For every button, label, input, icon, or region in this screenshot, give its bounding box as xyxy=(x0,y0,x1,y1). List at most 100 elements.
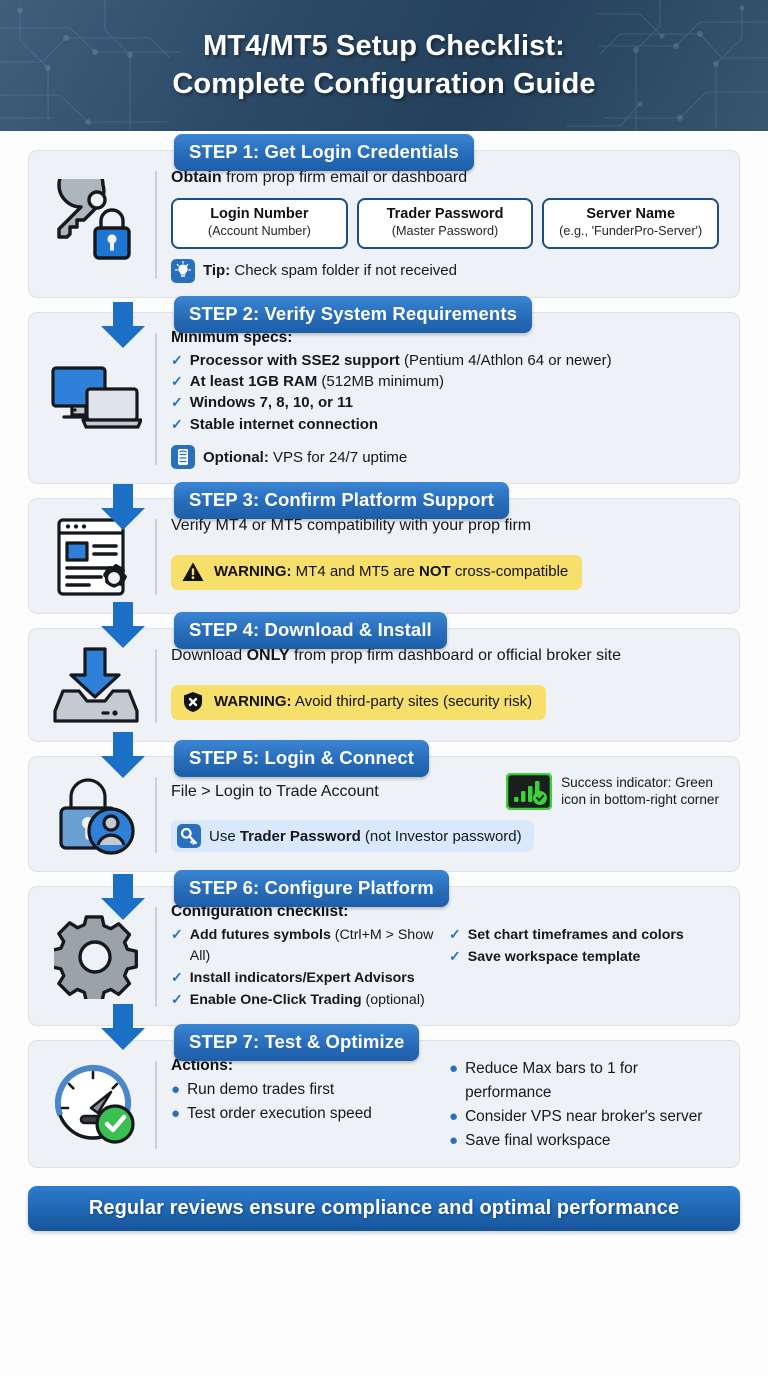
requirement-bold: Stable internet connection xyxy=(189,415,379,433)
step-content-4: Download ONLY from prop firm dashboard o… xyxy=(171,645,727,727)
password-note-text-5: Use Trader Password (not Investor passwo… xyxy=(209,828,522,845)
step-lead-1: Obtain from prop firm email or dashboard xyxy=(171,167,719,189)
check-icon: ✓ xyxy=(171,394,183,411)
action-item: ●Consider VPS near broker's server xyxy=(449,1105,719,1129)
step-content-5: File > Login to Trade Account xyxy=(171,773,727,857)
config-heading-6: Configuration checklist: xyxy=(171,903,349,921)
optional-label-2: Optional: xyxy=(203,448,269,466)
step-icon-4 xyxy=(37,645,155,727)
step-divider-6 xyxy=(155,907,157,1008)
footer-banner: Regular reviews ensure compliance and op… xyxy=(28,1186,740,1232)
config-bold: Add futures symbols xyxy=(189,927,331,944)
lead-rest-4: from prop firm dashboard or official bro… xyxy=(289,647,621,665)
lightbulb-icon xyxy=(171,258,195,283)
check-icon: ✓ xyxy=(171,373,183,390)
tip-text-1: Tip: Check spam folder if not received xyxy=(203,262,457,279)
step-block-7: STEP 7: Test & Optimize xyxy=(28,1024,740,1169)
config-list-right: ✓Set chart timeframes and colors ✓Save w… xyxy=(449,924,719,968)
password-rest-5: (not Investor password) xyxy=(360,827,522,845)
warning-label-4: WARNING: xyxy=(214,693,292,711)
step-block-6: STEP 6: Configure Platform Configuration… xyxy=(28,870,740,1051)
action-item: ●Test order execution speed xyxy=(171,1102,441,1126)
lead-bold-4: ONLY xyxy=(246,647,290,665)
step-content-6: Configuration checklist: ✓Add futures sy… xyxy=(171,903,727,1011)
steps-container: STEP 1: Get Login Credentials xyxy=(0,134,768,1169)
requirements-list: ✓Processor with SSE2 support (Pentium 4/… xyxy=(171,350,719,435)
warning-text-3: WARNING: MT4 and MT5 are NOT cross-compa… xyxy=(214,563,568,580)
page-title: MT4/MT5 Setup Checklist: Complete Config… xyxy=(172,28,595,103)
warning-end-3: cross-compatible xyxy=(450,563,569,581)
step-icon-3 xyxy=(37,515,155,599)
check-icon: ✓ xyxy=(449,926,461,943)
chip-title: Server Name xyxy=(586,205,676,222)
warning-label-3: WARNING: xyxy=(214,563,292,581)
gear-icon xyxy=(54,915,138,1000)
config-text: Add futures symbols (Ctrl+M > Show All) xyxy=(190,925,441,967)
step-block-2: STEP 2: Verify System Requirements xyxy=(28,295,740,530)
action-item: ●Reduce Max bars to 1 for performance xyxy=(449,1057,719,1105)
bullet-icon: ● xyxy=(449,1132,459,1150)
success-text-5: Success indicator: Green icon in bottom-… xyxy=(561,775,719,809)
chip-subtitle: (Account Number) xyxy=(207,223,311,238)
step-card-3: STEP 3: Confirm Platform Support xyxy=(28,482,740,615)
actions-column-right: ●Reduce Max bars to 1 for performance ●C… xyxy=(449,1057,719,1153)
config-item: ✓ Set chart timeframes and colors xyxy=(449,924,719,946)
requirement-bold: At least 1GB RAM xyxy=(189,373,318,391)
config-item: ✓Enable One-Click Trading (optional) xyxy=(171,989,441,1011)
step-card-7: STEP 7: Test & Optimize xyxy=(28,1024,740,1169)
actions-list-right: ●Reduce Max bars to 1 for performance ●C… xyxy=(449,1057,719,1153)
step-block-5: STEP 5: Login & Connect xyxy=(28,740,740,921)
step-content-2: Minimum specs: ✓Processor with SSE2 supp… xyxy=(171,329,727,470)
requirement-text: Stable internet connection xyxy=(190,414,378,435)
step-card-6: STEP 6: Configure Platform Configuration… xyxy=(28,870,740,1027)
requirement-text: Windows 7, 8, 10, or 11 xyxy=(190,392,353,413)
config-bold: Set chart timeframes and colors xyxy=(467,927,684,944)
chip-subtitle: (Master Password) xyxy=(391,223,499,238)
config-text: Enable One-Click Trading (optional) xyxy=(190,990,425,1011)
check-icon: ✓ xyxy=(171,351,183,368)
step-card-2: STEP 2: Verify System Requirements xyxy=(28,295,740,485)
warning-mid-3: MT4 and MT5 are xyxy=(291,563,420,581)
step-badge-6: STEP 6: Configure Platform xyxy=(174,870,449,908)
footer-text: Regular reviews ensure compliance and op… xyxy=(88,1197,680,1220)
bullet-icon: ● xyxy=(449,1108,459,1126)
step-content-3: Verify MT4 or MT5 compatibility with you… xyxy=(171,515,727,599)
key-icon xyxy=(177,824,201,849)
step-block-1: STEP 1: Get Login Credentials xyxy=(28,134,740,348)
login-row-5: File > Login to Trade Account xyxy=(171,773,719,811)
success-line1: Success indicator: Green xyxy=(561,774,713,790)
config-bold: Enable One-Click Trading xyxy=(189,992,362,1009)
action-text: Run demo trades first xyxy=(187,1081,335,1099)
credential-chip: Trader Password (Master Password) xyxy=(356,197,534,249)
credential-chip-list: Login Number (Account Number) Trader Pas… xyxy=(171,197,720,249)
key-lock-icon xyxy=(57,178,131,260)
credential-chip: Server Name (e.g., 'FunderPro-Server') xyxy=(542,197,720,249)
requirement-item: ✓At least 1GB RAM (512MB minimum) xyxy=(171,371,719,392)
requirement-rest: (Pentium 4/Athlon 64 or newer) xyxy=(399,351,612,369)
password-bold-5: Trader Password xyxy=(239,827,361,845)
check-icon: ✓ xyxy=(171,415,183,432)
signal-bars-check-icon xyxy=(506,773,553,811)
config-column-right: ✓Set chart timeframes and colors ✓Save w… xyxy=(449,924,719,1011)
tip-body-1: Check spam folder if not received xyxy=(230,262,457,280)
requirement-item: ✓Processor with SSE2 support (Pentium 4/… xyxy=(171,350,719,371)
config-text: Set chart timeframes and colors xyxy=(468,925,684,946)
step-content-7: Actions: ●Run demo trades first ●Test or… xyxy=(171,1057,727,1153)
circuit-pattern-icon xyxy=(0,0,768,131)
warning-banner-3: WARNING: MT4 and MT5 are NOT cross-compa… xyxy=(171,554,583,590)
step-block-4: STEP 4: Download & Install Downlo xyxy=(28,612,740,779)
lead-rest-1: from prop firm email or dashboard xyxy=(221,169,468,186)
step-icon-1 xyxy=(37,167,155,283)
config-rest: (optional) xyxy=(361,992,425,1009)
step-lead-4: Download ONLY from prop firm dashboard o… xyxy=(171,645,719,667)
config-list-left: ✓Add futures symbols (Ctrl+M > Show All)… xyxy=(171,924,441,1011)
requirement-bold: Windows 7, 8, 10, or 11 xyxy=(189,394,353,412)
step-lead-3: Verify MT4 or MT5 compatibility with you… xyxy=(171,515,719,537)
optional-row-2: Optional: VPS for 24/7 uptime xyxy=(171,445,719,470)
action-item: ●Save final workspace xyxy=(449,1129,719,1153)
step-icon-7 xyxy=(37,1057,155,1153)
warning-bold2-3: NOT xyxy=(419,563,451,581)
step-badge-5: STEP 5: Login & Connect xyxy=(174,740,429,778)
step-divider-4 xyxy=(155,649,157,724)
